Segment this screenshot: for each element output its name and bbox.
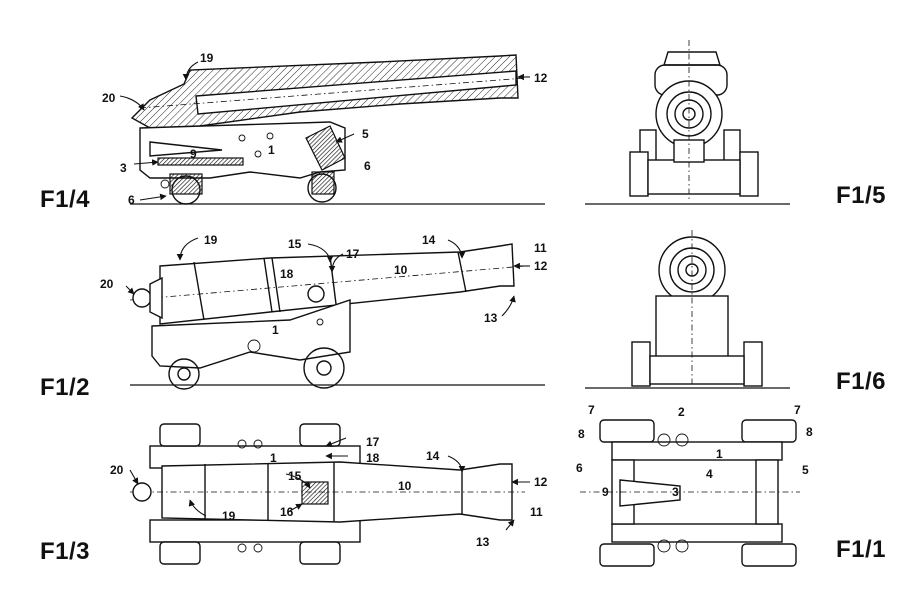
callout-18: 18 [366,451,380,465]
top-view-drawing [130,423,525,565]
callout-3: 3 [672,485,679,499]
callout-15: 15 [288,237,302,251]
front-view-level-drawing [585,230,790,389]
callout-19: 19 [222,509,236,523]
callout-6: 6 [364,159,371,173]
callout-9: 9 [602,485,609,499]
callout-1: 1 [270,451,277,465]
callout-12: 12 [534,71,548,85]
callout-4: 4 [706,467,713,481]
callout-20: 20 [102,91,116,105]
callout-1: 1 [272,323,279,337]
callout-8: 8 [578,427,585,441]
callout-9: 9 [190,147,197,161]
callouts-top-view: 17 18 14 20 1 15 10 12 16 11 19 13 [110,435,548,549]
figure-label-f1-1: F1/1 [836,536,887,563]
figure-label-f1-4: F1/4 [40,186,91,213]
section-view-drawing [130,54,545,205]
side-view-drawing [129,243,545,390]
callout-17: 17 [366,435,380,449]
callout-17: 17 [346,247,360,261]
callout-12: 12 [534,475,548,489]
callout-11: 11 [534,241,547,255]
callout-14: 14 [426,449,440,463]
callout-14: 14 [422,233,436,247]
callout-20: 20 [100,277,114,291]
callouts-section-view: 19 20 12 5 9 1 3 6 6 [102,51,548,207]
callouts-side-view: 19 15 17 14 11 12 20 18 10 1 13 [100,233,548,337]
callout-7: 7 [794,403,801,417]
callout-19: 19 [204,233,218,247]
callout-12: 12 [534,259,548,273]
callout-1: 1 [716,447,723,461]
callout-13: 13 [476,535,490,549]
callout-7: 7 [588,403,595,417]
callout-5: 5 [802,463,809,477]
callout-11: 11 [530,505,543,519]
callout-19: 19 [200,51,214,65]
callouts-carriage-top: 7 2 7 8 8 6 4 1 5 9 3 [576,403,813,499]
callout-6: 6 [576,461,583,475]
callout-1: 1 [268,143,275,157]
figure-label-f1-5: F1/5 [836,182,887,209]
callout-18: 18 [280,267,294,281]
figure-label-f1-2: F1/2 [40,374,91,401]
callout-15: 15 [288,469,302,483]
callout-10: 10 [398,479,412,493]
callout-2: 2 [678,405,685,419]
callout-5: 5 [362,127,369,141]
callout-8: 8 [806,425,813,439]
callout-13: 13 [484,311,498,325]
callout-3: 3 [120,161,127,175]
front-view-elevated-drawing [585,40,790,205]
leader-lines [119,61,530,531]
callout-6: 6 [128,193,135,207]
figure-label-f1-3: F1/3 [40,538,91,565]
callout-10: 10 [394,263,408,277]
callout-20: 20 [110,463,124,477]
callout-16: 16 [280,505,294,519]
figure-label-f1-6: F1/6 [836,368,887,395]
carriage-top-drawing [580,419,800,567]
